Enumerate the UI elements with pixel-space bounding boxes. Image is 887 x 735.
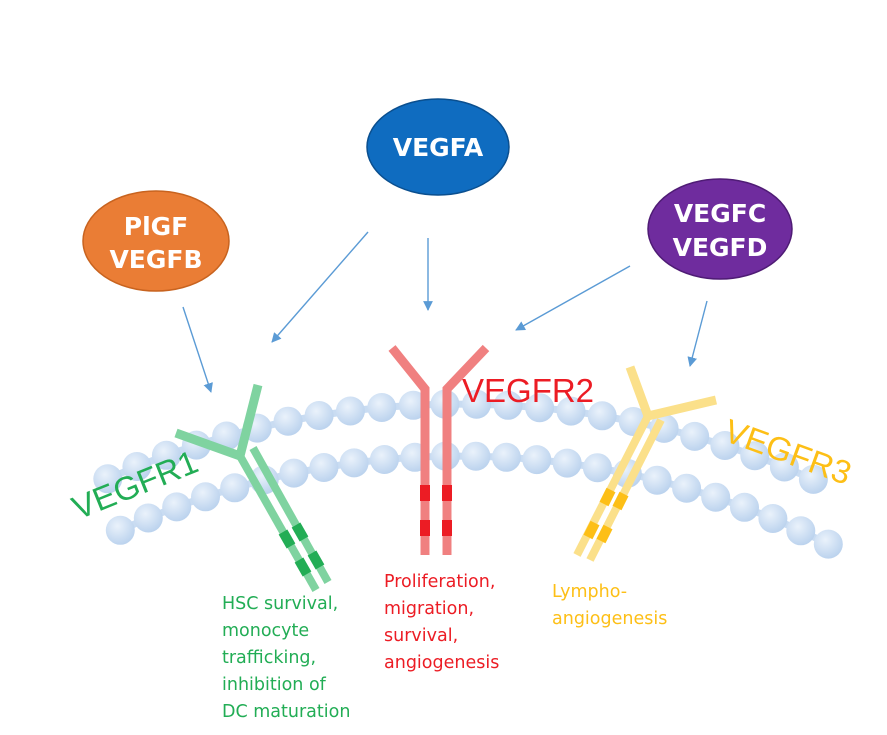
membrane-bead xyxy=(273,406,303,436)
cell-membrane xyxy=(93,389,843,559)
vegfr3-functions: Lympho- angiogenesis xyxy=(552,582,667,629)
membrane-bead xyxy=(642,465,672,495)
vegfr3-receptor xyxy=(573,365,718,562)
ligand-vegfc-label: VEGFC xyxy=(674,199,766,228)
vegfr2-function-line: migration, xyxy=(384,599,474,619)
membrane-bead xyxy=(367,393,397,422)
membrane-bead xyxy=(556,396,586,426)
ligand-vegfa-label: VEGFA xyxy=(393,133,484,162)
membrane-bead xyxy=(680,421,710,451)
membrane-bead xyxy=(758,504,788,533)
membrane-bead xyxy=(309,453,339,482)
membrane-bead xyxy=(798,464,828,494)
membrane-bead xyxy=(522,445,552,475)
membrane-bead xyxy=(491,442,521,472)
vegfr2-function-line: survival, xyxy=(384,626,458,646)
membrane-bead xyxy=(462,389,491,419)
ligand-plgf-label: PlGF xyxy=(124,212,189,241)
membrane-bead xyxy=(525,393,555,423)
membrane-bead xyxy=(730,492,759,522)
membrane-bead xyxy=(786,516,816,546)
membrane-bead xyxy=(191,482,220,512)
vegfr1-function-line: trafficking, xyxy=(222,648,316,668)
membrane-bead xyxy=(701,482,731,512)
membrane-bead xyxy=(304,401,334,430)
membrane-bead xyxy=(493,390,523,420)
membrane-bead xyxy=(339,448,369,478)
membrane-bead xyxy=(461,441,491,471)
vegfr3-function-line: angiogenesis xyxy=(552,609,667,629)
membrane-bead xyxy=(151,440,181,470)
vegfr1-function-line: DC maturation xyxy=(222,702,350,722)
ligand-plgf-vegfb: PlGF VEGFB xyxy=(82,190,230,292)
vegfr2-functions: Proliferation, migration, survival, angi… xyxy=(384,572,499,673)
membrane-bead xyxy=(582,453,612,483)
vegfr2-function-line: angiogenesis xyxy=(384,653,499,673)
arrow-vegfa-to-vegfr1 xyxy=(271,231,369,343)
membrane-bead xyxy=(587,401,617,431)
ligand-vegfa: VEGFA xyxy=(366,98,510,196)
ligand-vegfb-label: VEGFB xyxy=(109,245,202,274)
arrows xyxy=(182,231,708,393)
vegfr1-function-line: HSC survival, xyxy=(222,594,338,614)
membrane-bead xyxy=(105,515,135,545)
arrow-plgf-to-vegfr1 xyxy=(182,306,213,393)
membrane-bead xyxy=(813,529,843,559)
vegfr1-function-line: monocyte xyxy=(222,621,309,641)
membrane-bead xyxy=(93,464,123,494)
membrane-bead xyxy=(133,503,163,533)
membrane-bead xyxy=(212,421,242,451)
membrane-bead xyxy=(162,492,192,522)
membrane-bead xyxy=(369,445,399,474)
membrane-bead xyxy=(552,448,582,478)
membrane-bead xyxy=(710,431,740,460)
membrane-bead xyxy=(335,396,365,426)
vegfr2-label: VEGFR2 xyxy=(462,372,594,409)
membrane-bead xyxy=(672,473,702,503)
membrane-bead xyxy=(279,458,309,488)
ligand-vegfc-vegfd: VEGFC VEGFD xyxy=(647,178,793,280)
arrow-vegfc-to-vegfr2 xyxy=(515,265,631,331)
arrow-vegfc-to-vegfr3 xyxy=(687,300,708,367)
vegfr1-receptor xyxy=(174,383,332,592)
ligand-vegfd-label: VEGFD xyxy=(673,233,768,262)
vegfr2-receptor xyxy=(388,344,490,555)
vegfr1-functions: HSC survival, monocyte trafficking, inhi… xyxy=(222,594,350,722)
membrane-bead xyxy=(740,441,770,471)
vegfr3-function-line: Lympho- xyxy=(552,582,627,602)
vegfr2-function-line: Proliferation, xyxy=(384,572,495,592)
vegfr1-function-line: inhibition of xyxy=(222,675,327,695)
membrane-bead xyxy=(769,452,799,482)
membrane-bead xyxy=(122,452,152,481)
membrane-bead xyxy=(220,473,250,503)
